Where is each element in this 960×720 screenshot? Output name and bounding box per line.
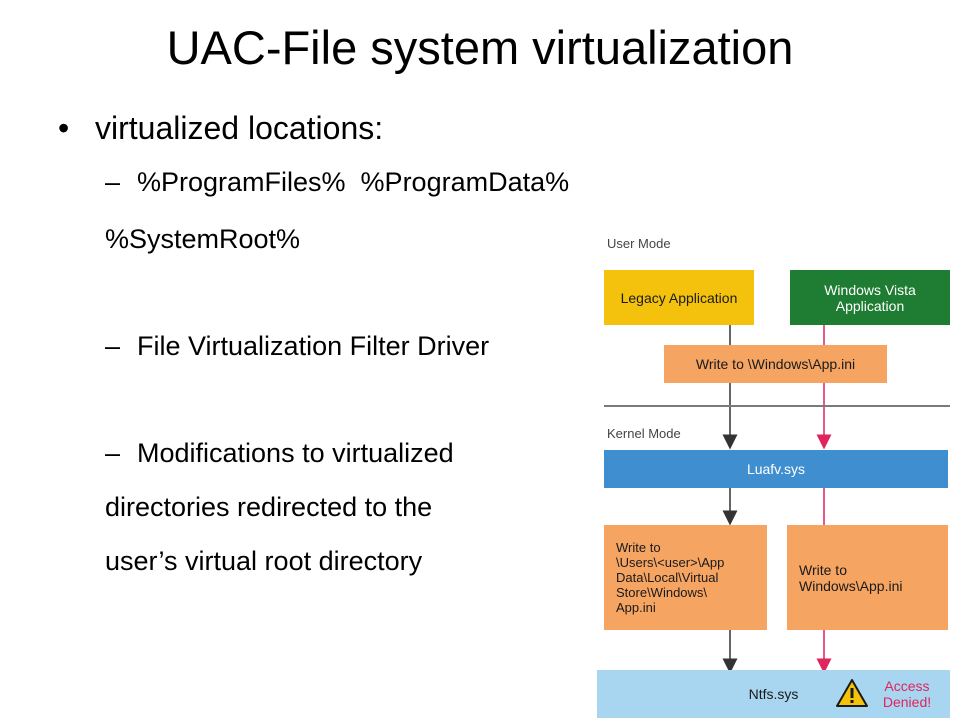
mode-divider [604, 405, 950, 407]
warning-triangle-icon [836, 679, 868, 707]
vista-application-box: Windows Vista Application [790, 270, 950, 325]
write-virtual-store-box: Write to \Users\<user>\App Data\Local\Vi… [604, 525, 767, 630]
bullet-dot: • [58, 110, 70, 146]
sub-item-line: %SystemRoot% [105, 224, 301, 254]
sub-item-line: File Virtualization Filter Driver [137, 331, 490, 361]
dash: – [105, 167, 121, 197]
write-app-ini-box: Write to Windows\App.ini [787, 525, 948, 630]
sub-item-line: user’s virtual root directory [105, 546, 423, 576]
write-windows-box: Write to \Windows\App.ini [664, 345, 887, 383]
dash: – [105, 331, 121, 361]
virtualization-diagram: User Mode Legacy Application Windows Vis… [597, 228, 950, 718]
bullet-text: virtualized locations: [95, 110, 384, 146]
luafv-box: Luafv.sys [604, 450, 948, 488]
sub-item-line: Modifications to virtualized [137, 438, 454, 468]
kernel-mode-label: Kernel Mode [607, 426, 681, 441]
dash: – [105, 438, 121, 468]
ntfs-label: Ntfs.sys [748, 686, 799, 702]
legacy-application-box: Legacy Application [604, 270, 754, 325]
ntfs-box: Ntfs.sys [597, 670, 950, 718]
user-mode-label: User Mode [607, 236, 671, 251]
sub-item-line: directories redirected to the [105, 492, 433, 522]
sub-item-line: %ProgramFiles% %ProgramData% [137, 167, 570, 197]
access-denied-text: Access Denied! [882, 678, 932, 710]
slide-title: UAC-File system virtualization [166, 21, 794, 74]
